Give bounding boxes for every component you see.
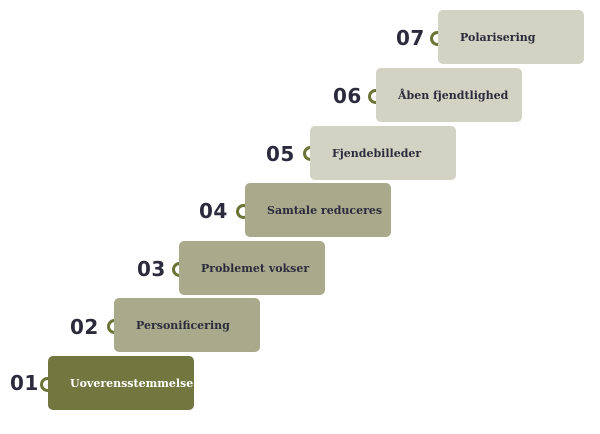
step-number: 05 bbox=[266, 142, 295, 166]
step-label: Polarisering bbox=[460, 30, 536, 44]
step-number: 04 bbox=[199, 199, 228, 223]
step-box: Problemet vokser bbox=[179, 241, 325, 295]
step-box: Åben fjendtlighed bbox=[376, 68, 522, 122]
step-number: 01 bbox=[10, 371, 39, 395]
step-label: Problemet vokser bbox=[201, 261, 310, 275]
step-box: Samtale reduceres bbox=[245, 183, 391, 237]
step-label: Fjendebilleder bbox=[332, 146, 422, 160]
step-number: 03 bbox=[137, 257, 166, 281]
step-number: 07 bbox=[396, 26, 425, 50]
step-box: Personificering bbox=[114, 298, 260, 352]
step-box: Polarisering bbox=[438, 10, 584, 64]
step-label: Personificering bbox=[136, 318, 230, 332]
step-number: 02 bbox=[70, 315, 99, 339]
step-label: Uoverensstemmelse bbox=[70, 376, 194, 390]
step-number: 06 bbox=[333, 84, 362, 108]
step-box: Fjendebilleder bbox=[310, 126, 456, 180]
step-box: Uoverensstemmelse bbox=[48, 356, 194, 410]
step-label: Samtale reduceres bbox=[267, 203, 383, 217]
step-label: Åben fjendtlighed bbox=[398, 88, 509, 102]
